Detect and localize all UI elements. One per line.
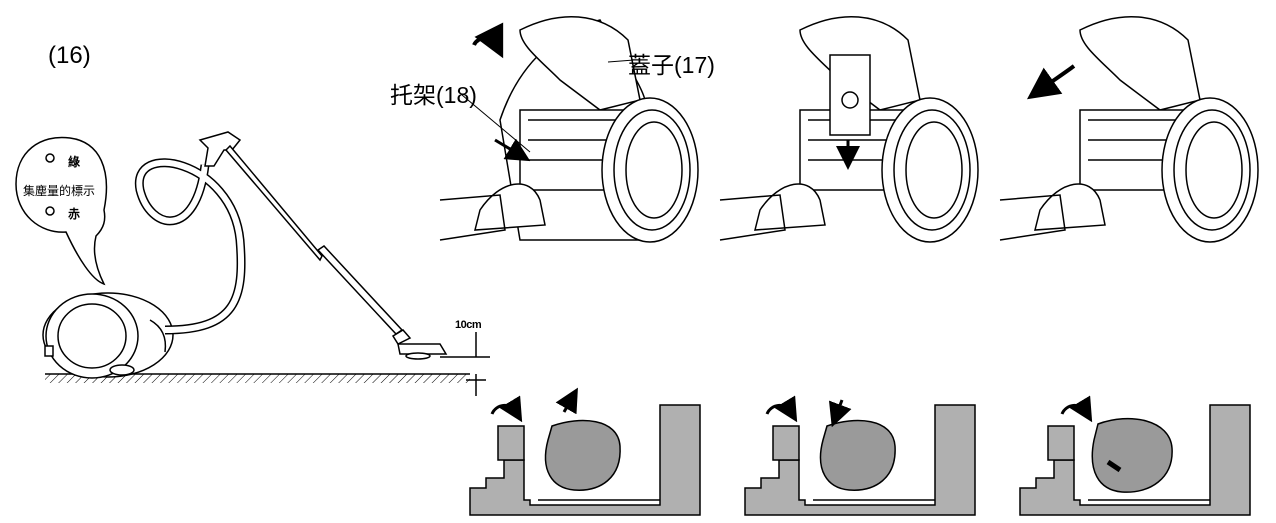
step2-unit — [719, 15, 979, 243]
section-3 — [1019, 395, 1251, 516]
step3-unit — [999, 15, 1259, 243]
figure-number: (16) — [48, 42, 91, 69]
red-indicator-dot — [45, 206, 55, 216]
bracket-label: 托架(18) — [390, 82, 477, 108]
vacuum-overview — [42, 131, 448, 379]
indicator-red-label: 赤 — [68, 207, 81, 221]
section-2 — [744, 395, 976, 516]
lid-label: 蓋子(17) — [628, 52, 715, 78]
indicator-title: 集塵量的標示 — [23, 184, 96, 198]
height-measure — [440, 332, 490, 396]
indicator-green-label: 綠 — [68, 155, 81, 169]
indicator-bubble — [15, 136, 108, 286]
step1-unit — [439, 15, 699, 243]
green-indicator-dot — [45, 153, 55, 163]
height-label: 10cm — [455, 319, 482, 331]
section-1 — [469, 387, 701, 516]
